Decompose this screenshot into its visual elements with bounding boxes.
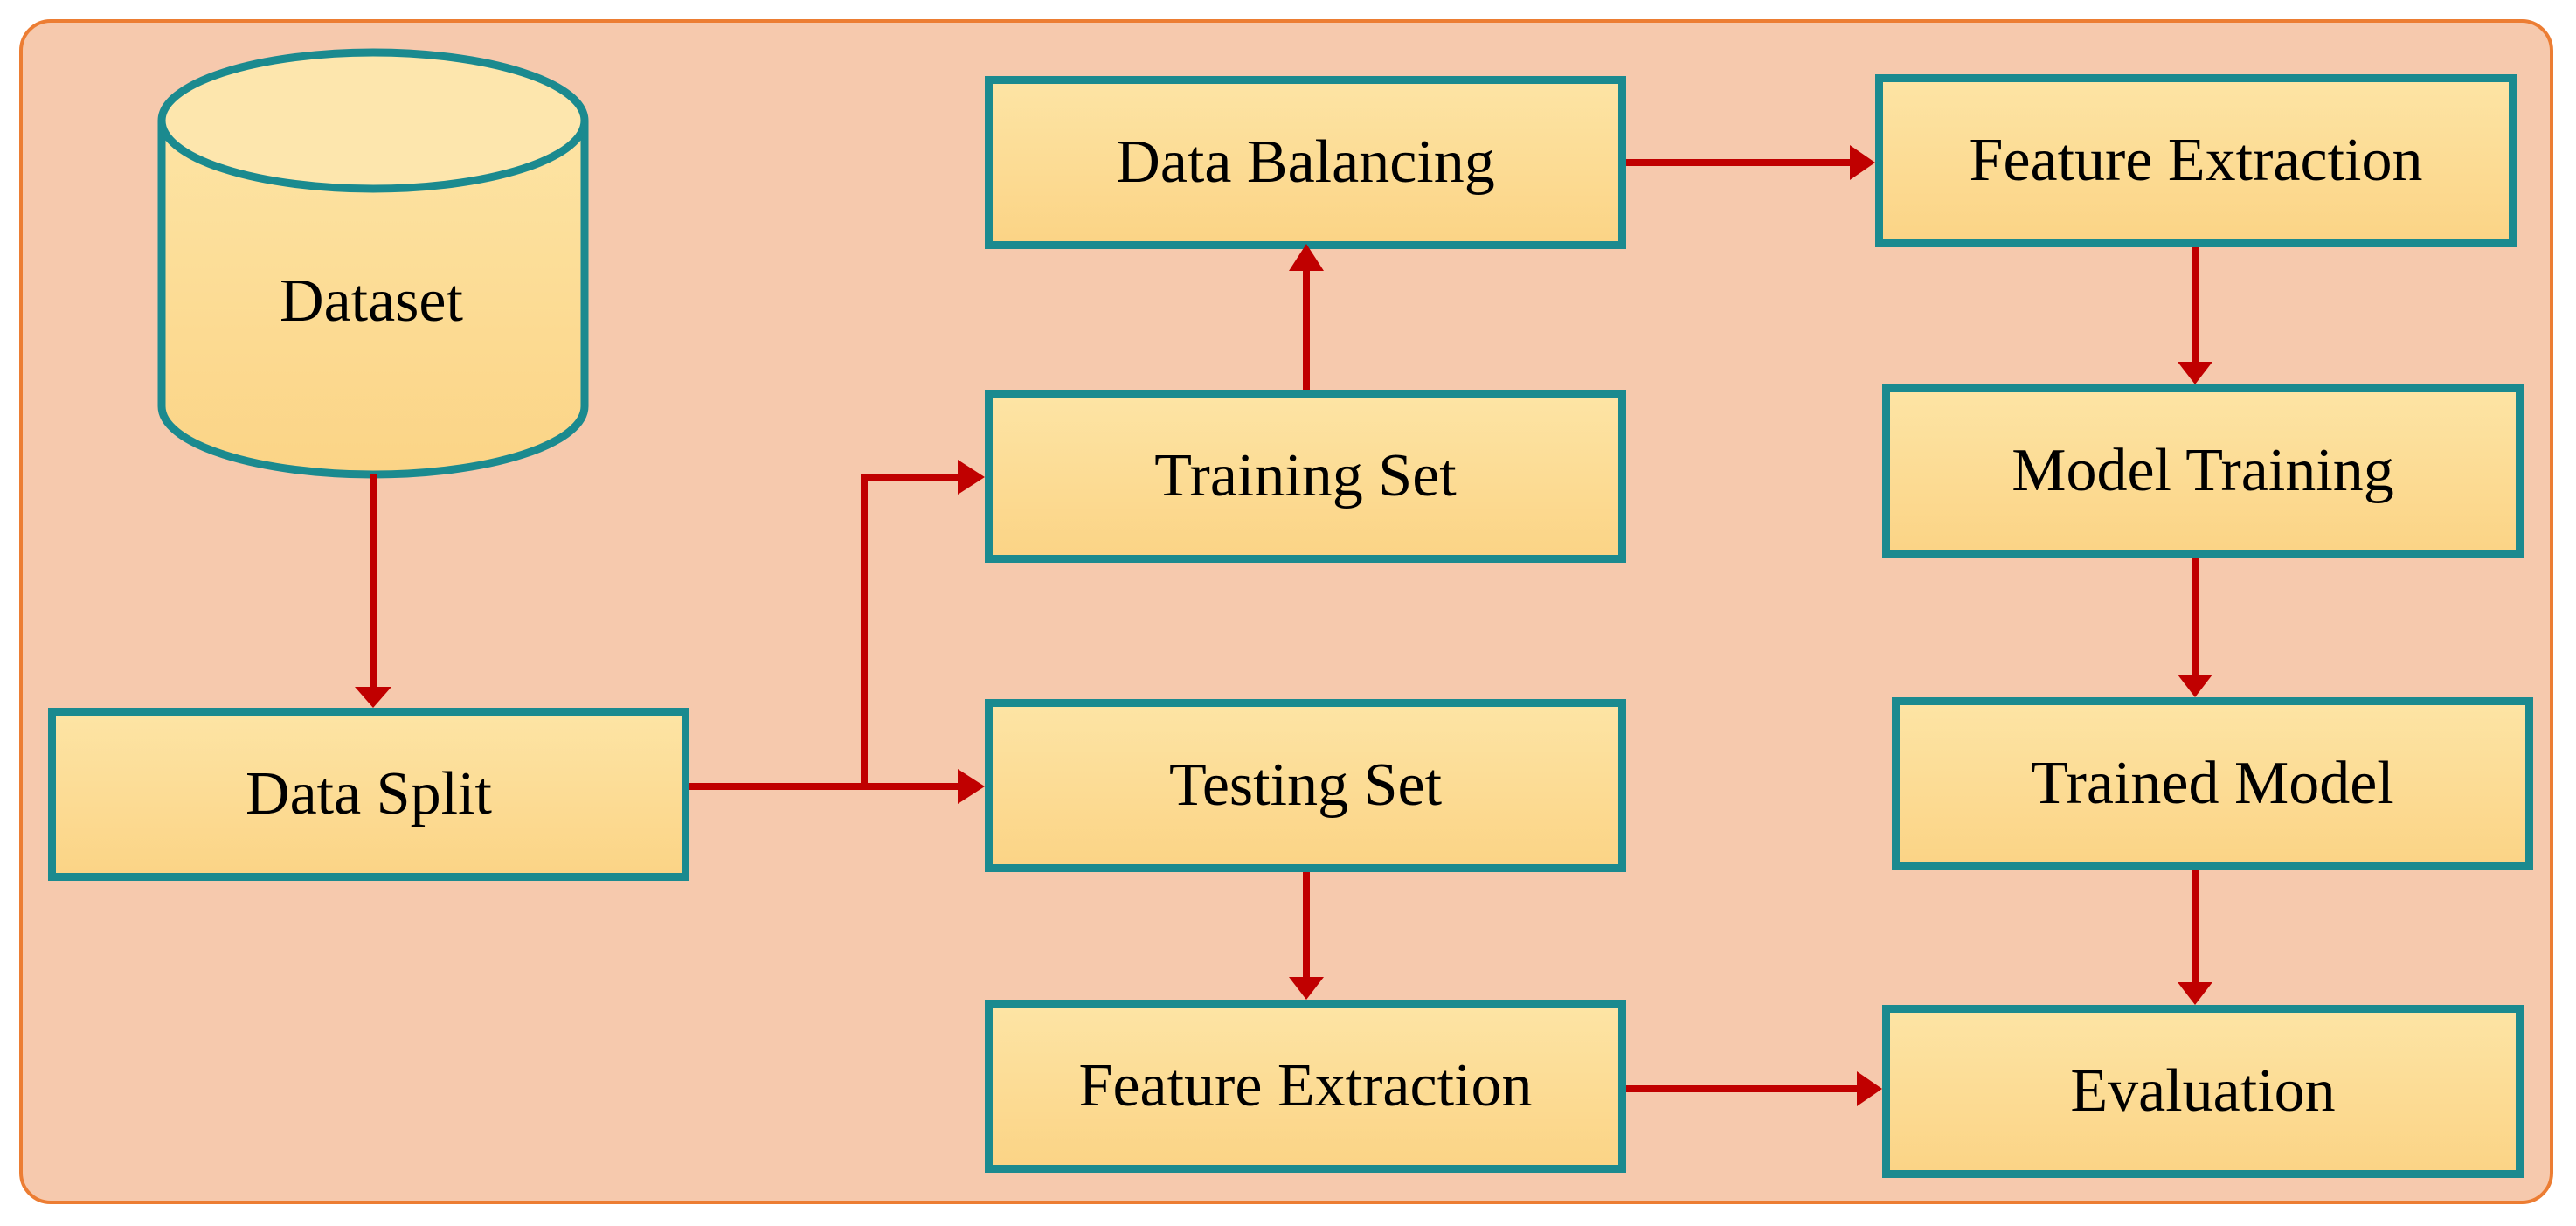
model-training-box: Model Training	[1882, 384, 2524, 558]
arrowhead	[958, 460, 985, 495]
data-split-box: Data Split	[48, 708, 689, 881]
testing-set-box: Testing Set	[985, 699, 1626, 872]
feature-extraction-test-box: Feature Extraction	[985, 1000, 1626, 1173]
data-balancing-box: Data Balancing	[985, 76, 1626, 249]
arrowhead	[958, 769, 985, 804]
arrowhead	[2178, 675, 2212, 697]
evaluation-box: Evaluation	[1882, 1005, 2524, 1178]
arrowhead	[2178, 362, 2212, 384]
arrowhead	[1857, 1071, 1882, 1106]
feature-extraction-train-box: Feature Extraction	[1875, 74, 2517, 247]
arrowhead	[2178, 982, 2212, 1005]
arrowhead	[355, 687, 391, 708]
trained-model-box: Trained Model	[1892, 697, 2533, 870]
training-set-box: Training Set	[985, 390, 1626, 563]
arrowhead	[1289, 244, 1324, 271]
arrowhead	[1289, 977, 1324, 1000]
dataset-label: Dataset	[280, 267, 463, 335]
arrowhead	[1850, 145, 1875, 180]
arrow-split-to-training	[861, 474, 961, 786]
